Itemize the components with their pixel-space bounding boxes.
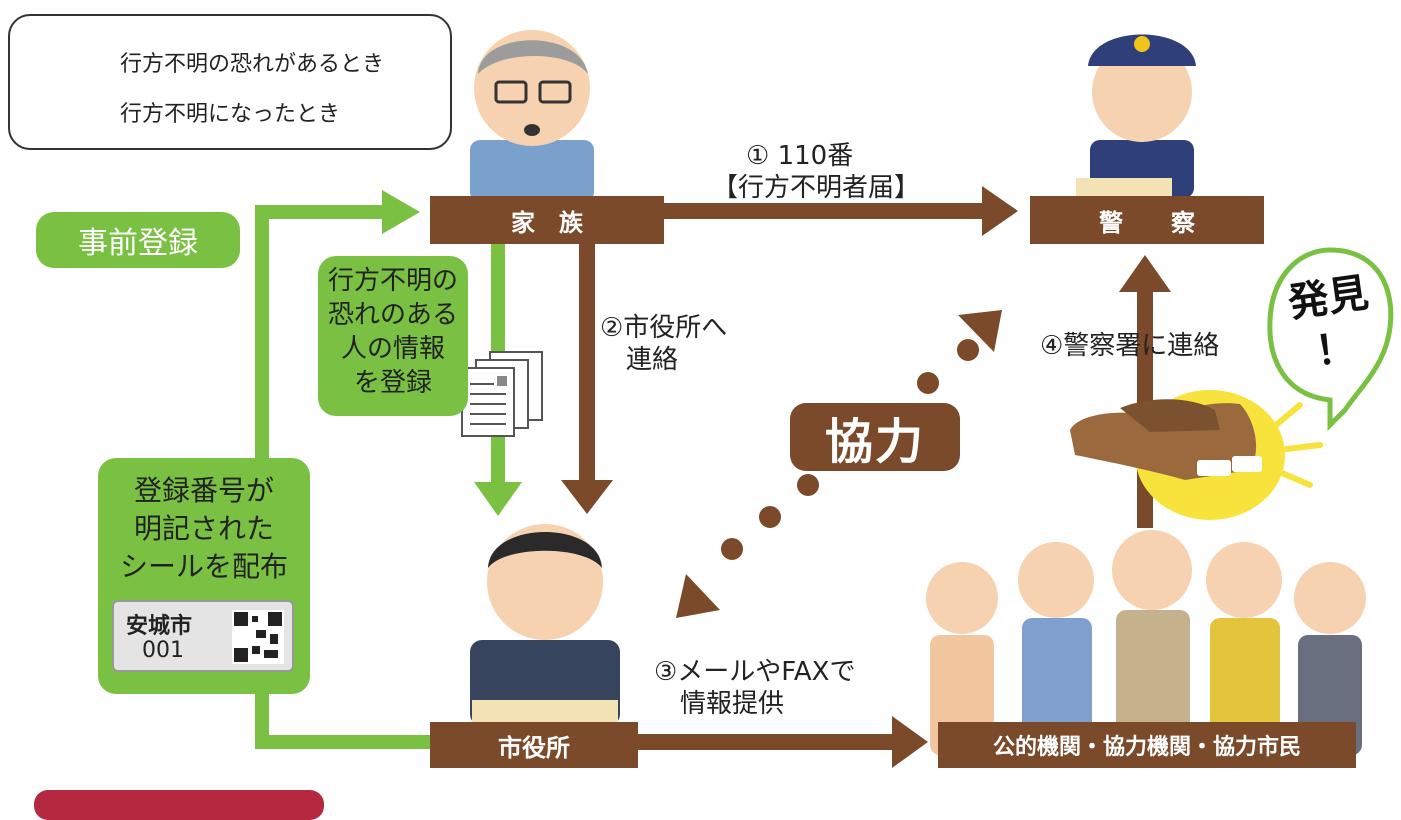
step2-label: ②市役所へ 連絡 [600, 313, 728, 375]
document-icon [461, 351, 543, 437]
step4-label: ④警察署に連絡 [1040, 331, 1220, 361]
sticker-city: 安城市 [126, 614, 193, 639]
police-box: 警 察 [1030, 196, 1264, 244]
register-info-text: 行方不明の 恐れのある 人の情報 を登録 [327, 266, 458, 398]
step1-subtitle: 【行方不明者届】 [712, 173, 921, 203]
pre-registration-text: 事前登録 [78, 226, 198, 261]
legend-brown-label: 行方不明になったとき [120, 102, 341, 127]
legend: 行方不明の恐れがあるとき 行方不明になったとき [8, 14, 452, 150]
found-text: 発見 ！ [1285, 269, 1372, 376]
shoes-icon [1070, 399, 1262, 480]
bottom-red-banner [34, 790, 324, 820]
cooperation-badge: 協力 [790, 403, 960, 471]
qr-code-icon [232, 610, 284, 664]
sample-sticker: 安城市 001 [112, 600, 294, 672]
partners-box: 公的機関・協力機関・協力市民 [938, 722, 1356, 768]
sticker-note-text: 登録番号が 明記された シールを配布 [119, 474, 288, 583]
cooperation-dots [721, 339, 979, 560]
register-info-box: 行方不明の 恐れのある 人の情報 を登録 [318, 256, 468, 416]
step3-label: ③メールやFAXで 情報提供 [654, 657, 856, 719]
step1-number: ① 110番 [746, 141, 854, 171]
family-box: 家 族 [430, 196, 664, 244]
family-person-icon [470, 30, 594, 202]
sticker-number: 001 [142, 638, 184, 663]
city-hall-staff-icon [470, 524, 620, 728]
legend-green-label: 行方不明の恐れがあるとき [120, 52, 385, 77]
police-officer-icon [1076, 34, 1196, 198]
city-hall-box: 市役所 [430, 722, 638, 768]
found-speech-bubble [1267, 247, 1394, 432]
pre-registration-label: 事前登録 [36, 212, 240, 268]
brown-arrows [561, 186, 1171, 768]
